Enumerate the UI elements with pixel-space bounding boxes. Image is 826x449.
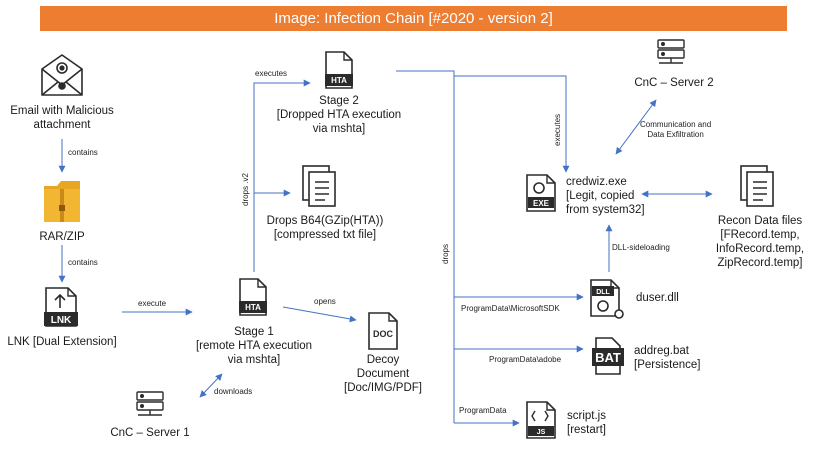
recon-label-line2: [FRecord.temp, [720,229,800,241]
edge-credwiz-cnc2 [615,99,657,155]
cnc1-label-line1: CnC – Server 1 [110,427,190,439]
email-label-line1: Email with Malicious [10,105,114,117]
edge-stage2-drops [396,70,455,423]
duser-label-line1: duser.dll [636,292,679,304]
stage2-tag: HTA [331,76,347,85]
edge-stage1-to-stage2 [253,79,311,272]
lnk-tag: LNK [51,315,72,326]
recon-label-line1: Recon Data files [717,215,803,227]
recon-label: Recon Data files [FRecord.temp, InfoReco… [704,214,816,270]
lnk-label: LNK [Dual Extension] [2,335,122,349]
email-label: Email with Malicious attachment [0,104,124,132]
addreg-tag: BAT [595,350,621,365]
edge-label-contains-1: contains [68,148,98,157]
b64-label: Drops B64(GZip(HTA)) [compressed txt fil… [258,214,392,242]
edge-label-drops-v2: drops .v2 [241,173,250,206]
credwiz-label-line1: credwiz.exe [566,176,627,188]
edge-label-path-programdata: ProgramData [459,406,507,415]
stage2-label-line3: via mshta] [312,123,366,135]
credwiz-label-line3: from system32] [566,204,645,216]
script-label-line1: script.js [567,410,606,422]
edge-cnc1-stage1 [199,373,223,398]
doc-file-icon: DOC [368,312,398,350]
server-icon [136,391,164,416]
cnc2-label: CnC – Server 2 [626,76,722,90]
edge-label-path-microsoftsdk: ProgramData\MicrosoftSDK [461,304,560,313]
recon-label-line3: InfoRecord.temp, [715,243,805,255]
envelope-icon [41,54,83,96]
duser-label: duser.dll [636,291,706,305]
edge-label-communication-line2: Data Exfiltration [647,130,704,139]
stage2-label-line2: [Dropped HTA execution [276,109,402,121]
addreg-label-line2: [Persistence] [634,359,701,371]
edge-stage2-to-credwiz [454,75,570,173]
credwiz-label: credwiz.exe [Legit, copied from system32… [566,175,656,217]
edge-label-execute: execute [138,299,167,308]
b64-label-line1: Drops B64(GZip(HTA)) [266,215,384,227]
lnk-label-line1: LNK [Dual Extension] [7,336,117,348]
folder-zip-icon [44,181,80,222]
script-tag: JS [537,429,546,436]
stage2-label-line1: Stage 2 [319,95,359,107]
duser-tag: DLL [596,289,610,296]
decoy-label-line3: [Doc/IMG/PDF] [344,382,422,394]
document-icon [302,165,336,207]
script-label: script.js [restart] [567,409,637,437]
lnk-file-icon: LNK [44,287,78,327]
stage1-tag: HTA [245,303,261,312]
decoy-tag: DOC [373,329,394,339]
stage1-label: Stage 1 [remote HTA execution via mshta] [183,325,325,367]
edge-label-contains-2: contains [68,258,98,267]
addreg-label-line1: addreg.bat [634,345,689,357]
credwiz-tag: EXE [533,199,550,208]
edge-label-executes-credwiz: executes [553,113,562,146]
diagram-title: Image: Infection Chain [#2020 - version … [40,6,787,31]
hta-file-icon: HTA [239,278,267,316]
exe-file-icon: EXE [526,174,556,212]
rar-label-line1: RAR/ZIP [39,231,85,243]
document-icon [740,165,774,207]
edge-label-executes-stage2: executes [255,69,288,78]
js-file-icon: JS [526,401,556,439]
stage2-label: Stage 2 [Dropped HTA execution via mshta… [266,94,412,136]
credwiz-label-line2: [Legit, copied [566,190,635,202]
b64-label-line2: [compressed txt file] [273,229,377,241]
edge-label-communication: Communication and Data Exfiltration [640,120,711,140]
decoy-label-line2: Document [356,368,410,380]
hta-file-icon: HTA [325,51,353,89]
email-label-line2: attachment [33,119,91,131]
edge-label-path-adobe: ProgramData\adobe [489,355,562,364]
edge-label-downloads: downloads [214,387,253,396]
edge-label-opens: opens [314,297,336,306]
recon-label-line4: ZipRecord.temp] [717,257,803,269]
addreg-label: addreg.bat [Persistence] [634,344,714,372]
server-icon [657,39,685,64]
bat-file-icon: BAT [592,337,624,375]
stage1-label-line3: via mshta] [227,354,281,366]
cnc2-label-line1: CnC – Server 2 [634,77,714,89]
stage1-label-line1: Stage 1 [234,326,274,338]
decoy-label-line1: Decoy [366,354,400,366]
rar-label: RAR/ZIP [22,230,102,244]
dll-file-icon: DLL [590,279,624,319]
stage1-label-line2: [remote HTA execution [195,340,313,352]
edge-label-dll-sideloading: DLL-sideloading [612,243,670,252]
edge-stage1-to-decoy [282,306,357,323]
decoy-label: Decoy Document [Doc/IMG/PDF] [332,353,434,395]
script-label-line2: [restart] [567,424,606,436]
cnc1-label: CnC – Server 1 [104,426,196,440]
edge-label-communication-line1: Communication and [640,120,712,129]
edge-label-drops: drops [441,243,450,264]
